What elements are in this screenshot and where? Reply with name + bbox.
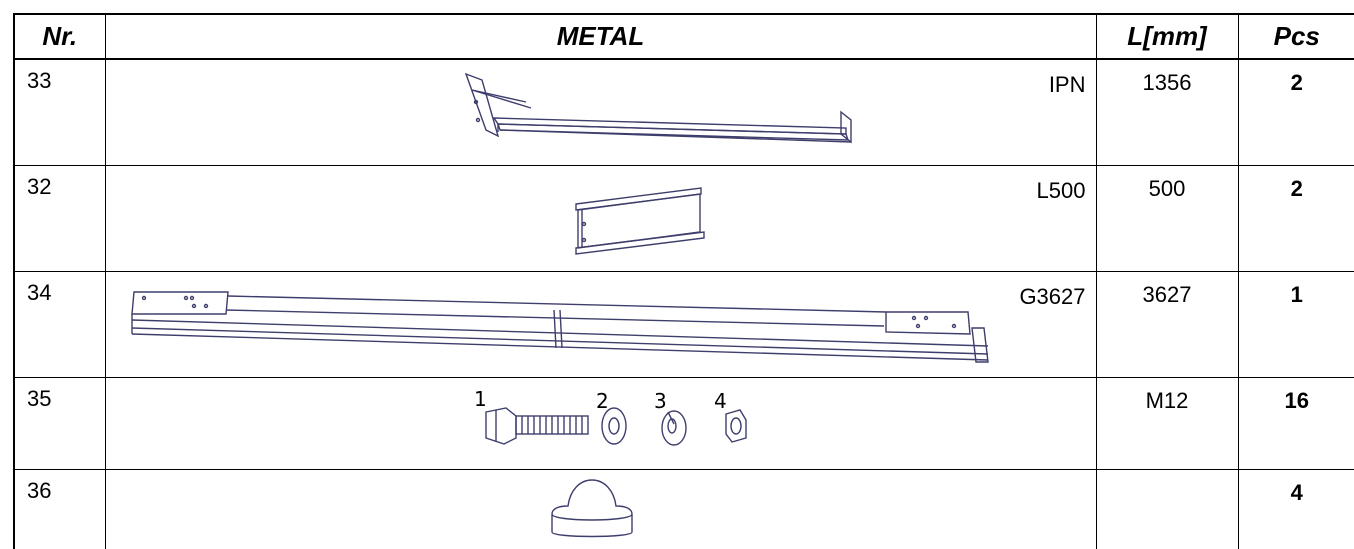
bolt-head-icon bbox=[486, 408, 516, 444]
row-pcs: 2 bbox=[1238, 59, 1354, 166]
row-nr: 36 bbox=[14, 470, 105, 549]
parts-table: Nr. METAL L[mm] Pcs 33 IPN 1356 2 bbox=[13, 13, 1354, 549]
table-row: 35 1 2 3 4 bbox=[14, 378, 1354, 470]
header-pcs: Pcs bbox=[1238, 14, 1354, 59]
header-length: L[mm] bbox=[1096, 14, 1238, 59]
row-metal bbox=[105, 470, 1096, 549]
row-metal: 1 2 3 4 bbox=[105, 378, 1096, 470]
part-label: 3 bbox=[654, 389, 667, 413]
spring-washer-icon bbox=[662, 411, 686, 445]
row-length: 1356 bbox=[1096, 59, 1238, 166]
row-nr: 33 bbox=[14, 59, 105, 166]
row-code: G3627 bbox=[1019, 284, 1085, 310]
row-length: M12 bbox=[1096, 378, 1238, 470]
washer-icon bbox=[602, 408, 626, 444]
part-label: 1 bbox=[474, 387, 487, 411]
cap-icon bbox=[106, 470, 1097, 539]
row-nr: 34 bbox=[14, 272, 105, 378]
row-length: 3627 bbox=[1096, 272, 1238, 378]
table-row: 32 L500 500 2 bbox=[14, 166, 1354, 272]
row-metal: L500 bbox=[105, 166, 1096, 272]
part-label: 2 bbox=[596, 389, 609, 413]
row-nr: 32 bbox=[14, 166, 105, 272]
row-metal: G3627 bbox=[105, 272, 1096, 378]
table-row: 36 4 bbox=[14, 470, 1354, 549]
row-code: IPN bbox=[1049, 72, 1086, 98]
table-header: Nr. METAL L[mm] Pcs bbox=[14, 14, 1354, 59]
row-nr: 35 bbox=[14, 378, 105, 470]
short-i-beam-icon bbox=[106, 166, 1097, 261]
row-length: 500 bbox=[1096, 166, 1238, 272]
row-metal: IPN bbox=[105, 59, 1096, 166]
ipn-beam-icon bbox=[106, 60, 1097, 155]
row-pcs: 16 bbox=[1238, 378, 1354, 470]
long-beam-icon bbox=[106, 272, 1097, 367]
row-pcs: 2 bbox=[1238, 166, 1354, 272]
table-row: 33 IPN 1356 2 bbox=[14, 59, 1354, 166]
row-pcs: 1 bbox=[1238, 272, 1354, 378]
table-row: 34 G3627 3627 1 bbox=[14, 272, 1354, 378]
header-nr: Nr. bbox=[14, 14, 105, 59]
row-length bbox=[1096, 470, 1238, 549]
part-label: 4 bbox=[714, 389, 727, 413]
row-pcs: 4 bbox=[1238, 470, 1354, 549]
header-metal: METAL bbox=[105, 14, 1096, 59]
nut-icon bbox=[726, 410, 746, 442]
row-code: L500 bbox=[1037, 178, 1086, 204]
bolt-set-icon: 1 2 3 4 bbox=[106, 378, 1097, 459]
